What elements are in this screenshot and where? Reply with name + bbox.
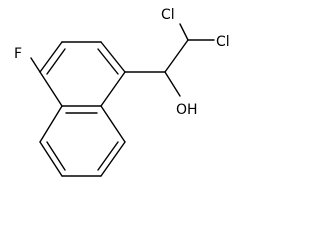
bond-carbinol-oh: [164, 71, 181, 97]
bond-carbinol-chcl2: [164, 39, 189, 73]
substituent-bonds: [30, 23, 215, 97]
bond-c8a-c1: [100, 71, 126, 107]
bond-c5-c4a: [39, 105, 63, 143]
atom-label-hydroxyl: OH: [176, 102, 198, 118]
double-bond-c3-c4: [46, 48, 66, 75]
bond-c8-c7: [100, 141, 126, 177]
bond-c4-f: [30, 57, 41, 73]
naphthalene-upper-ring: [39, 41, 126, 107]
naphthalene-lower-ring: [39, 105, 126, 177]
atom-label-fluorine: F: [14, 46, 22, 62]
double-bond-c8-c7: [97, 141, 119, 171]
double-bond-c6-c5: [46, 141, 66, 171]
bond-c8a-c8: [100, 105, 126, 143]
atom-label-chlorine-left: Cl: [161, 7, 175, 23]
double-bond-c1-c2: [97, 48, 119, 75]
bond-c1-c2: [100, 41, 126, 73]
bond-c4-c4a: [39, 71, 63, 107]
bond-c3-c4: [39, 41, 63, 73]
atom-label-chlorine-right: Cl: [216, 34, 230, 50]
chemical-structure-diagram: F Cl Cl OH: [14, 7, 230, 177]
bond-chcl2-cl-left: [179, 23, 189, 41]
bond-c6-c5: [39, 141, 63, 177]
